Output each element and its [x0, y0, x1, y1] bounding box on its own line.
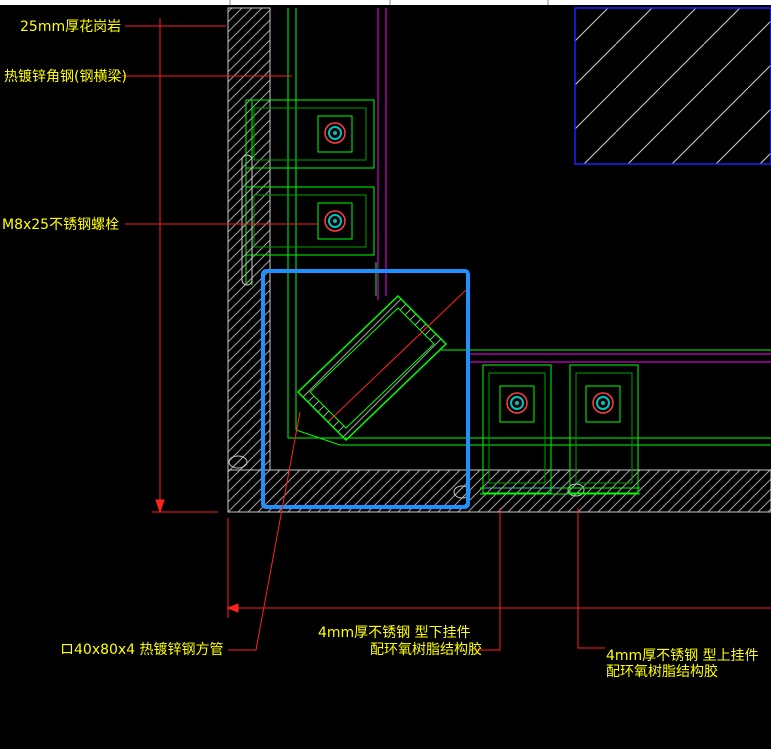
diagonal-square-tube	[296, 289, 467, 442]
label-granite: 25mm厚花岗岩	[20, 19, 121, 35]
bolt-lower-2	[585, 385, 621, 423]
label-upper-hanger-line1: 4mm厚不锈钢 型上挂件	[606, 648, 759, 664]
bolt-upper-1	[317, 115, 353, 153]
label-square-tube: ロ40x80x4 热镀锌钢方管	[60, 641, 224, 658]
concrete-structure	[574, 7, 771, 165]
label-upper-hanger-line2: 配环氧树脂结构胶	[606, 663, 718, 680]
angle-steel	[287, 8, 771, 446]
selection-highlight-box	[261, 269, 470, 509]
bolt-lower-1	[499, 385, 535, 423]
label-bolt: M8x25不锈钢螺栓	[2, 217, 119, 233]
leader-lines	[122, 25, 605, 651]
toolbar-remnant	[0, 0, 771, 5]
label-lower-hanger-line1: 4mm厚不锈钢 型下挂件	[318, 625, 471, 641]
label-lower-hanger-line2: 配环氧树脂结构胶	[370, 641, 482, 658]
bolt-upper-2	[317, 202, 353, 240]
label-angle-steel: 热镀锌角钢(钢横梁)	[4, 68, 127, 85]
panel-lines	[377, 8, 771, 363]
